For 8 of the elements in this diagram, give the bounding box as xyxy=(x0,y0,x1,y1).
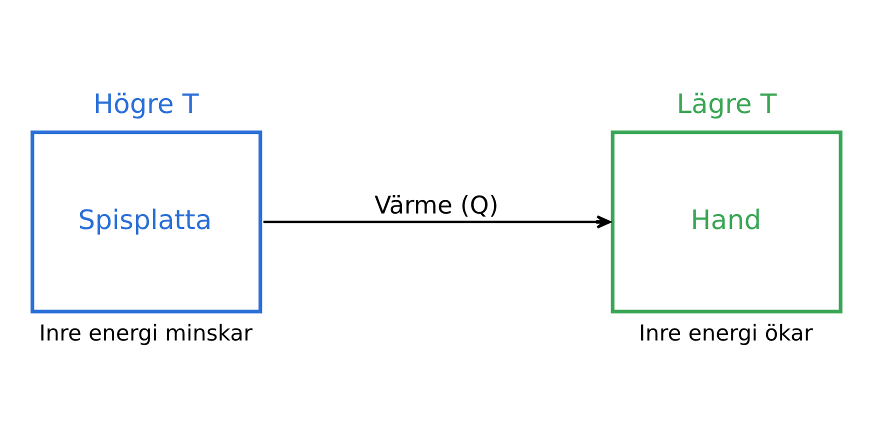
node-label: Inre energi minskar xyxy=(39,322,253,347)
node-box: Spisplatta xyxy=(30,130,262,314)
node-label: Inre energi ökar xyxy=(638,322,813,347)
node-box: Hand xyxy=(610,130,842,314)
node-label: Högre T xyxy=(93,88,199,120)
node-label: Lägre T xyxy=(676,88,777,120)
arrow xyxy=(263,215,611,229)
edge-label: Värme (Q) xyxy=(374,190,499,220)
